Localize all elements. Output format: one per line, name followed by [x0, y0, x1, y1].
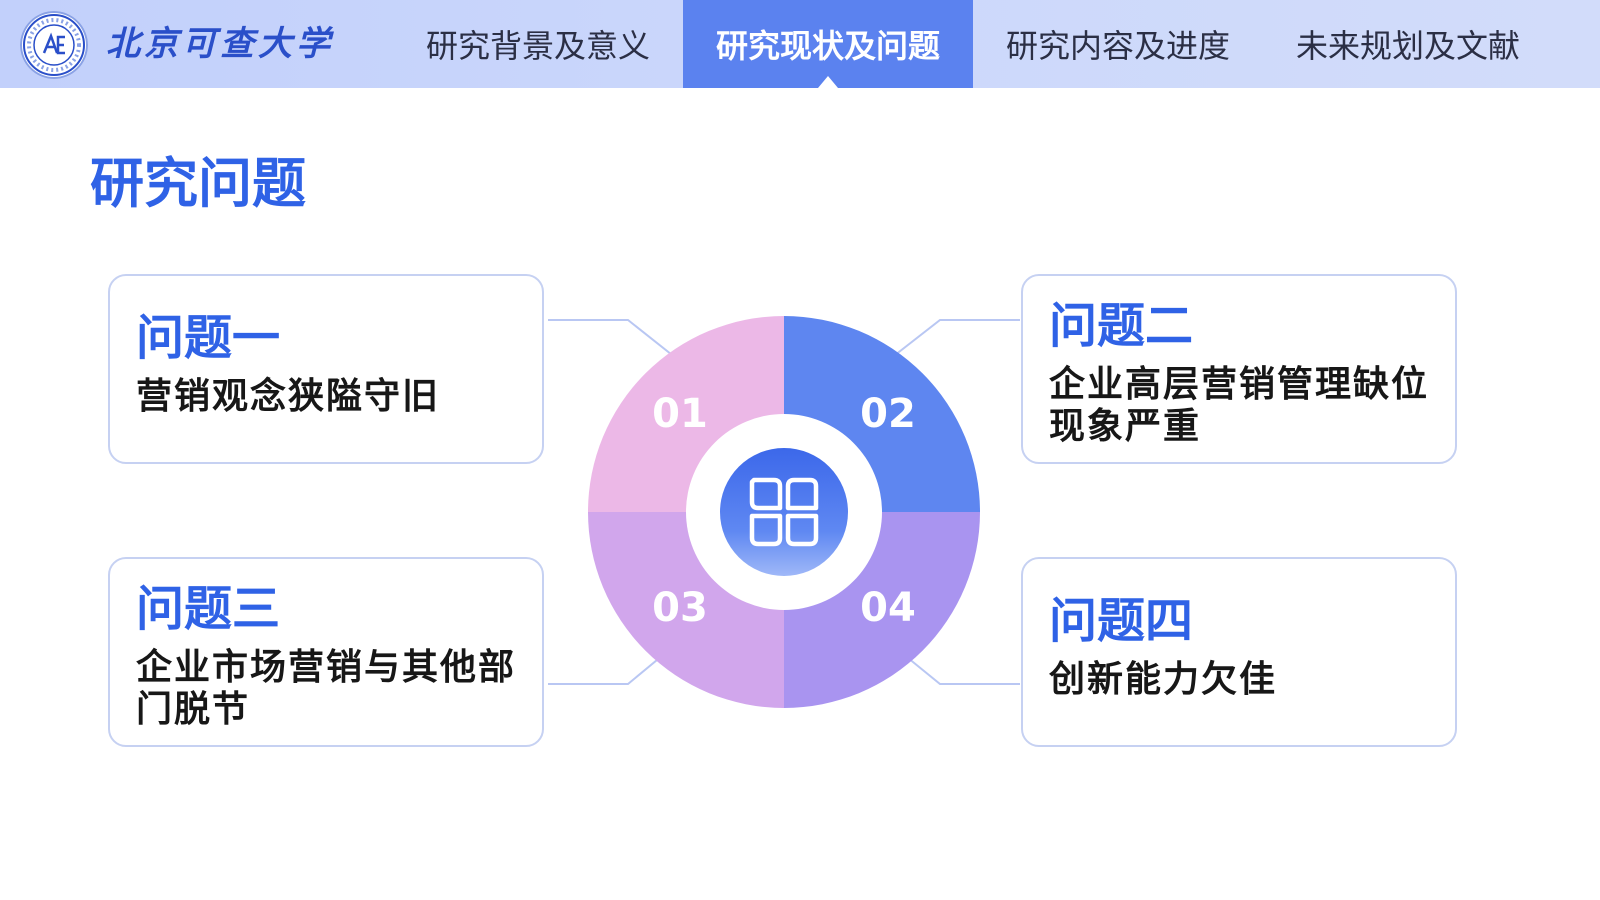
tab-research-status[interactable]: 研究现状及问题: [683, 0, 973, 88]
problem-card-2: 问题二 企业高层营销管理缺位现象严重: [1021, 274, 1457, 464]
university-logo: [20, 11, 88, 79]
page-title: 研究问题: [90, 152, 306, 215]
problem-card-3: 问题三 企业市场营销与其他部门脱节: [108, 557, 544, 747]
four-squares-icon: [749, 477, 819, 547]
problem-description: 企业市场营销与其他部门脱节: [136, 647, 517, 730]
tab-research-background[interactable]: 研究背景及意义: [425, 27, 650, 65]
tab-future-plan[interactable]: 未来规划及文献: [1295, 27, 1520, 65]
ring-hub: [686, 414, 882, 610]
problem-title: 问题三: [136, 581, 281, 637]
problem-title: 问题四: [1049, 593, 1194, 649]
university-name: 北京可查大学: [106, 24, 334, 64]
segment-number-03: 03: [652, 585, 708, 631]
hub-badge: [720, 448, 848, 576]
problem-ring-diagram: 01 02 03 04: [588, 316, 980, 708]
problem-title: 问题二: [1049, 298, 1194, 354]
problem-description: 营销观念狭隘守旧: [136, 376, 441, 417]
problem-card-4: 问题四 创新能力欠佳: [1021, 557, 1457, 747]
problem-description: 企业高层营销管理缺位现象严重: [1049, 364, 1430, 447]
problem-card-1: 问题一 营销观念狭隘守旧: [108, 274, 544, 464]
problem-description: 创新能力欠佳: [1049, 659, 1278, 700]
segment-number-02: 02: [860, 391, 916, 437]
segment-number-01: 01: [652, 391, 708, 437]
segment-number-04: 04: [860, 585, 916, 631]
tab-research-content[interactable]: 研究内容及进度: [1005, 27, 1230, 65]
problem-title: 问题一: [136, 310, 281, 366]
top-navigation-bar: 北京可查大学 研究背景及意义 研究现状及问题 研究内容及进度 未来规划及文献: [0, 0, 1600, 88]
